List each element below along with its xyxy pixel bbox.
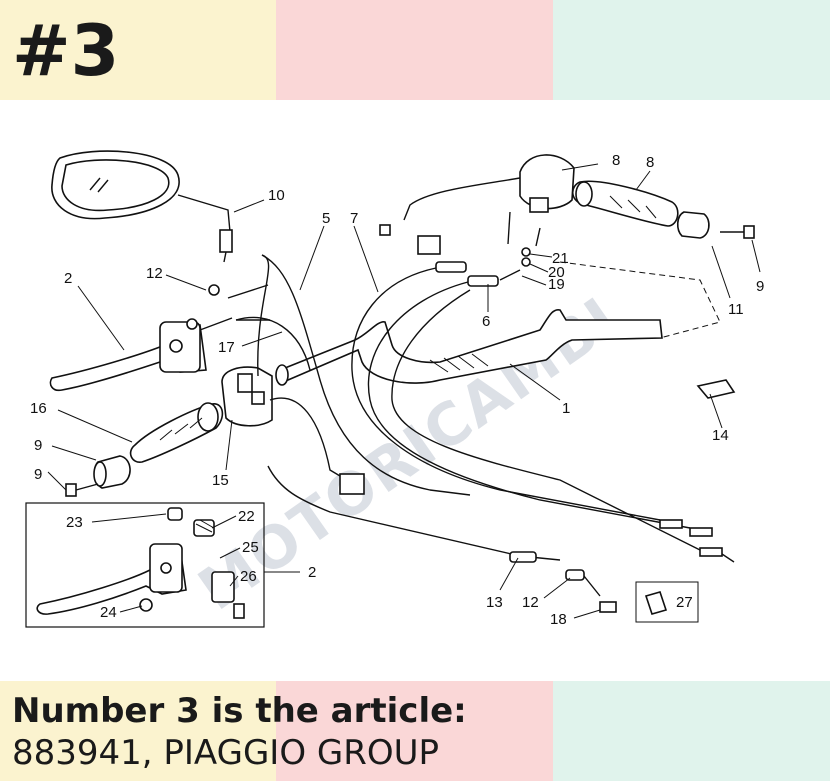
cable-bracket bbox=[696, 379, 736, 399]
callout-26: 26 bbox=[240, 568, 257, 585]
callout-20: 20 bbox=[548, 264, 565, 281]
clip-item-27 bbox=[635, 581, 699, 623]
callout-7: 8 bbox=[646, 154, 654, 171]
callout-3: 5 bbox=[322, 210, 330, 227]
callout-6: 8 bbox=[612, 152, 620, 169]
leader-lines bbox=[47, 163, 761, 619]
callout-16: 16 bbox=[30, 400, 47, 417]
callout-8-right: 9 bbox=[756, 278, 764, 295]
cable-end-fittings bbox=[659, 519, 735, 563]
right-throttle-housing bbox=[379, 154, 575, 255]
handlebar bbox=[275, 308, 663, 386]
article-caption: Number 3 is the article: 883941, PIAGGIO… bbox=[12, 690, 467, 774]
callout-12-text: 12 bbox=[522, 594, 539, 611]
caption-article-number: 883941, PIAGGIO GROUP bbox=[12, 733, 440, 773]
right-bar-end-weight bbox=[676, 211, 710, 239]
callout-2-lever: 2 bbox=[64, 270, 72, 287]
left-end-screw bbox=[65, 483, 99, 497]
callout-labels: 10 12 2 5 7 8 8 9 11 21 20 19 6 1 14 17 … bbox=[30, 152, 764, 628]
callout-27: 27 bbox=[676, 594, 693, 611]
callout-23: 23 bbox=[66, 514, 83, 531]
clutch-cable bbox=[261, 254, 471, 496]
callout-5: 7 bbox=[350, 210, 358, 227]
handlebar-exploded-diagram: MOTORICAMBI bbox=[25, 150, 764, 628]
callout-8-left: 9 bbox=[34, 466, 42, 483]
bottom-color-band bbox=[0, 681, 830, 781]
callout-14: 14 bbox=[712, 427, 729, 444]
detail-inset-box bbox=[25, 502, 265, 628]
callout-18: 18 bbox=[550, 611, 567, 628]
left-bar-end-weight bbox=[93, 455, 131, 489]
throttle-cable-a bbox=[351, 267, 661, 521]
caption-headline: Number 3 is the article: bbox=[12, 691, 467, 731]
callout-10: 10 bbox=[268, 187, 285, 204]
throttle-cable-adjusters bbox=[435, 211, 541, 287]
callout-13: 13 bbox=[486, 594, 503, 611]
item-number-badge: #3 bbox=[12, 10, 120, 92]
top-color-band bbox=[0, 0, 830, 100]
callout-15: 15 bbox=[212, 472, 229, 489]
callout-19: 19 bbox=[548, 276, 565, 293]
mirror bbox=[51, 150, 233, 263]
callout-1: 1 bbox=[562, 400, 570, 417]
starter-cable bbox=[391, 289, 701, 551]
left-grip bbox=[129, 402, 224, 463]
callout-9-right: 11 bbox=[728, 301, 744, 318]
callout-4: 6 bbox=[482, 313, 490, 330]
callout-2-inset: 2 bbox=[308, 564, 316, 581]
callout-24: 24 bbox=[100, 604, 117, 621]
handlebar-alignment-guide bbox=[559, 261, 721, 339]
right-grip bbox=[571, 180, 679, 227]
lower-clutch-cable bbox=[267, 465, 561, 561]
callout-11: 12 bbox=[146, 265, 163, 282]
inset-lever-assembly bbox=[36, 507, 245, 619]
mirror-nut bbox=[208, 284, 220, 296]
clutch-lever bbox=[49, 284, 270, 392]
lower-cable-adjuster bbox=[509, 551, 617, 613]
callout-25: 25 bbox=[242, 539, 259, 556]
callout-21: 21 bbox=[552, 250, 569, 267]
choke-cable bbox=[235, 316, 311, 371]
callout-22: 22 bbox=[238, 508, 255, 525]
right-end-screw bbox=[720, 225, 755, 239]
left-switch-housing bbox=[221, 254, 365, 495]
throttle-cable-b bbox=[367, 281, 691, 529]
callout-9-left-text: 9 bbox=[34, 437, 42, 454]
callout-17: 17 bbox=[218, 339, 235, 356]
